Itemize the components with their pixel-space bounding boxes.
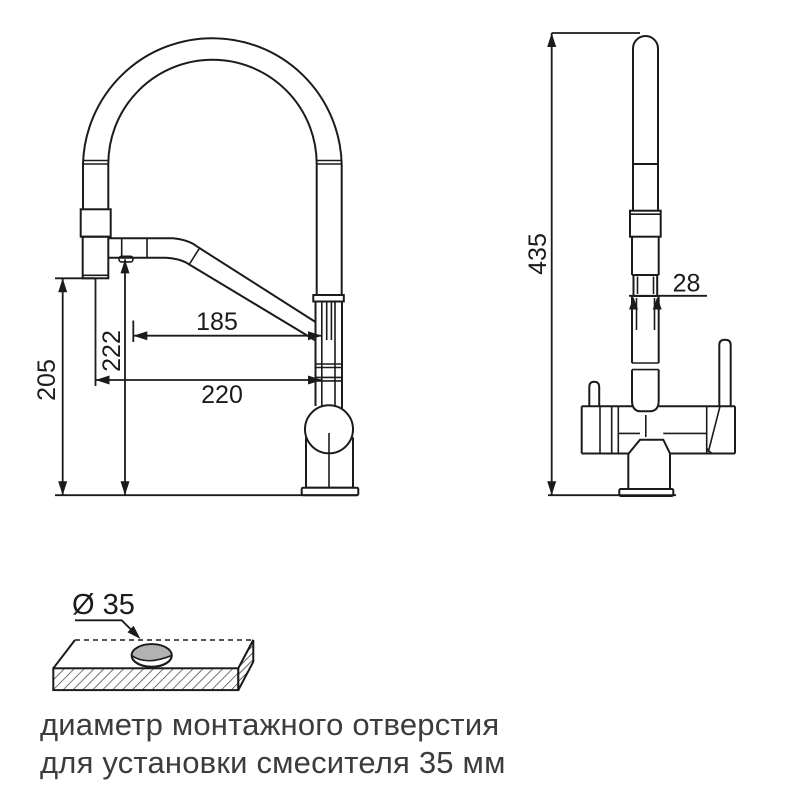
dim-label-222: 222 <box>98 330 126 372</box>
base-flange-side <box>300 486 360 497</box>
side-view: 205 222 185 220 <box>33 37 360 497</box>
dimension-435: 435 <box>524 32 676 497</box>
dimension-220: 220 <box>95 375 322 409</box>
hole-shadow <box>130 643 173 662</box>
dim-label-435: 435 <box>524 233 552 275</box>
caption-line-2: для установки смесителя 35 мм <box>40 745 506 780</box>
faucet-body-front <box>580 338 736 497</box>
countertop-front-face <box>52 667 240 692</box>
spout-arm <box>108 237 317 342</box>
faucet-body-side <box>300 301 360 497</box>
dim-label-185: 185 <box>196 308 238 336</box>
countertop-side-face <box>237 639 255 691</box>
hole-diameter-label: Ø 35 <box>72 589 135 621</box>
dimension-185: 185 <box>133 308 322 341</box>
mixer-lever <box>718 338 732 407</box>
spout-underside-tab <box>118 255 134 263</box>
base-neck <box>627 438 671 489</box>
caption-line-1: диаметр монтажного отверстия <box>40 707 500 742</box>
mounting-hole-diagram: Ø 35 <box>52 589 255 692</box>
dim-label-28: 28 <box>673 270 701 298</box>
dim-label-205: 205 <box>33 359 61 401</box>
spring-arch-inner <box>107 58 318 165</box>
caption: диаметр монтажного отверстия для установ… <box>40 706 506 782</box>
body-collar <box>312 294 345 303</box>
front-view: 28 435 <box>524 32 736 497</box>
spray-head-collar <box>79 208 112 238</box>
dimension-205: 205 <box>33 278 68 496</box>
spray-head <box>81 235 110 280</box>
dimension-222: 222 <box>98 259 130 496</box>
spring-arch-outer <box>82 37 343 165</box>
technical-drawing: 205 222 185 220 <box>33 32 736 692</box>
riser-tube <box>629 35 662 276</box>
filter-lever <box>588 380 601 407</box>
dim-label-220: 220 <box>201 381 243 409</box>
